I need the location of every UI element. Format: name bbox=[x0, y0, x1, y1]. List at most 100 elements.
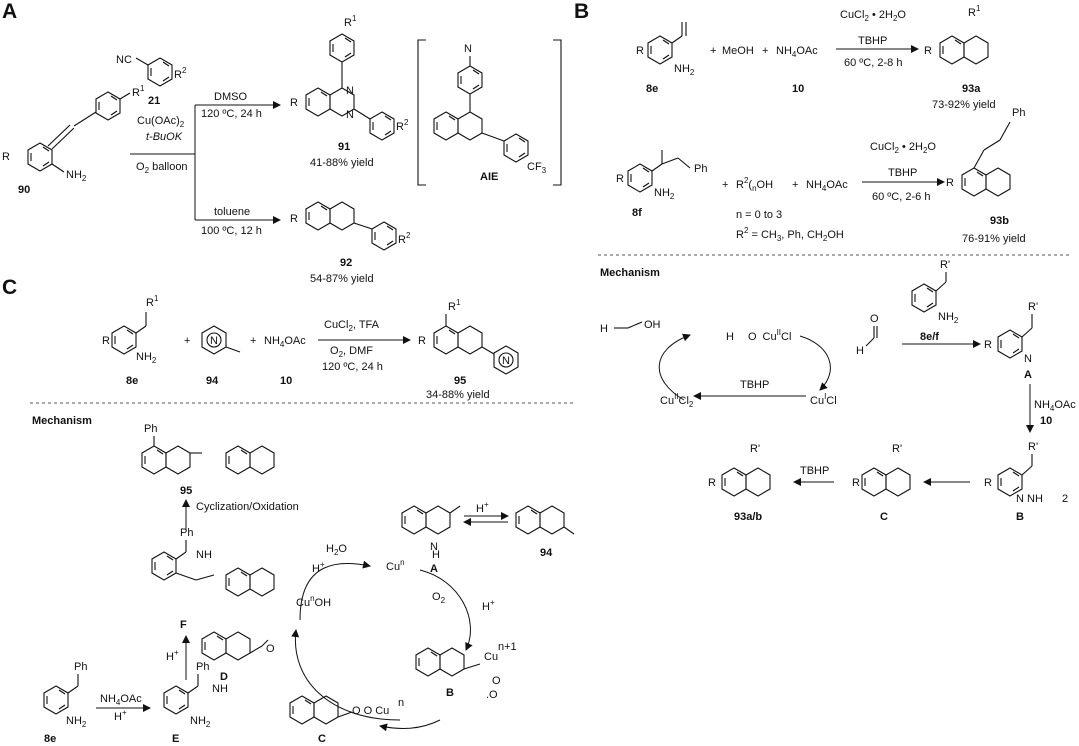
n-atom: N bbox=[346, 85, 354, 97]
plus: + bbox=[250, 335, 256, 347]
nh4oac-label: NH4OAc bbox=[776, 45, 818, 59]
ph-F: Ph bbox=[180, 527, 193, 539]
methanol: H bbox=[600, 323, 608, 335]
panel-a-label: A bbox=[2, 0, 17, 23]
h-plus-E: H+ bbox=[114, 708, 127, 723]
mechanism-b-label: Mechanism bbox=[600, 267, 660, 279]
product-95-mech bbox=[141, 436, 275, 475]
cycle-cun-to-B bbox=[419, 569, 473, 651]
compound-93a-number: 93a bbox=[962, 83, 981, 95]
yield-91: 41-88% yield bbox=[310, 157, 374, 169]
intermediate-B-label: B bbox=[1016, 511, 1024, 523]
product-95-label: 95 bbox=[180, 485, 192, 497]
product-93ab-label: 93a/b bbox=[734, 511, 762, 523]
intermediate-C-c-label: C bbox=[318, 733, 326, 745]
h-plus-out: H+ bbox=[482, 598, 495, 613]
intermediate-A-c bbox=[401, 505, 461, 535]
panel-c-label: C bbox=[2, 276, 17, 299]
cycle-to-cun bbox=[299, 560, 371, 621]
bracket-left bbox=[417, 39, 426, 186]
r-8f: R bbox=[616, 173, 624, 185]
intermediate-C bbox=[861, 467, 911, 497]
compound-92-number: 92 bbox=[340, 257, 352, 269]
cycle-arrow-left bbox=[658, 333, 691, 401]
nh2-mech: NH2 bbox=[938, 311, 959, 325]
nh-A: N bbox=[430, 541, 438, 553]
cun-label: Cun bbox=[386, 558, 405, 573]
o-B2: .O bbox=[486, 689, 498, 701]
oh-label: OH bbox=[644, 319, 661, 331]
intermediate-F bbox=[151, 540, 275, 597]
nh4oac-label-2: NH4OAc bbox=[806, 179, 848, 193]
r2-definition: R2 = CH3, Ph, CH2OH bbox=[736, 226, 844, 243]
yield-93a: 73-92% yield bbox=[932, 99, 996, 111]
r-A: R bbox=[984, 339, 992, 351]
intermediate-D bbox=[201, 631, 269, 661]
cun1-label: n+1 bbox=[498, 641, 517, 653]
compound-94-c bbox=[515, 505, 575, 535]
intermediate-C-c bbox=[289, 695, 353, 725]
formaldehyde: H bbox=[856, 345, 864, 357]
h-plus-eq: H+ bbox=[476, 500, 489, 515]
o2-cycle: O2 bbox=[432, 591, 446, 605]
yield-93b: 76-91% yield bbox=[962, 233, 1026, 245]
condition-1: 60 ºC, 2-8 h bbox=[844, 57, 902, 69]
mechanism-c-label: Mechanism bbox=[32, 415, 92, 427]
compound-93b bbox=[961, 121, 1011, 197]
o-B: O bbox=[492, 675, 501, 687]
plus: + bbox=[792, 179, 798, 191]
plus: + bbox=[710, 45, 716, 57]
r1-93a: R1 bbox=[968, 4, 981, 19]
r2-label: R2 bbox=[174, 66, 187, 81]
cu2cl2-label: CuIICl2 bbox=[660, 392, 694, 409]
yield-92: 54-87% yield bbox=[310, 273, 374, 285]
yield-95: 34-88% yield bbox=[426, 389, 490, 401]
nh2-label: NH2 bbox=[66, 169, 87, 183]
n-range: n = 0 to 3 bbox=[736, 209, 782, 221]
compound-8e-mech bbox=[43, 674, 79, 715]
n-95: N bbox=[502, 355, 510, 367]
cucl-label: CuICl bbox=[810, 392, 837, 407]
r-prime-C: R' bbox=[892, 443, 902, 455]
nh2-8e: NH2 bbox=[674, 63, 695, 77]
nh-F: NH bbox=[196, 549, 212, 561]
reagent-10-mech: 10 bbox=[1040, 415, 1052, 427]
compound-92 bbox=[305, 201, 397, 251]
intermediate-B-c-label: B bbox=[446, 687, 454, 699]
intermediate-A-c-label: A bbox=[430, 563, 438, 575]
nc-label: NC bbox=[116, 54, 132, 66]
nme2-label: N bbox=[464, 43, 472, 55]
h-plus-cycle: H+ bbox=[312, 560, 325, 575]
r-C: R bbox=[852, 477, 860, 489]
r-label-91: R bbox=[290, 97, 298, 109]
tbuok-label: t-BuOK bbox=[146, 131, 183, 143]
compound-8f bbox=[627, 150, 691, 193]
compound-8ef-number: 8e/f bbox=[920, 331, 939, 343]
catalyst-2: CuCl2 • 2H2O bbox=[870, 141, 936, 155]
h-plus-F: H+ bbox=[166, 648, 179, 663]
catalyst-1: CuCl2 • 2H2O bbox=[840, 9, 906, 23]
o2-balloon-label: O2 balloon bbox=[136, 161, 188, 175]
intermediate-C-label: C bbox=[880, 511, 888, 523]
nh2-8f: NH2 bbox=[654, 187, 675, 201]
r-B: R bbox=[984, 477, 992, 489]
nh2-E: NH2 bbox=[190, 715, 211, 729]
cycle-C-to-D bbox=[291, 629, 401, 721]
nh2-sub: 2 bbox=[1062, 493, 1068, 505]
r1-8e-c: R1 bbox=[146, 294, 159, 309]
product-93ab bbox=[721, 467, 771, 497]
h2o-label: H2O bbox=[326, 543, 347, 557]
r-prime-A: R' bbox=[1028, 301, 1038, 313]
catalyst-c: CuCl2, TFA bbox=[324, 319, 380, 333]
intermediate-E bbox=[163, 674, 199, 715]
r-8e-c: R bbox=[102, 335, 110, 347]
formaldehyde-o: O bbox=[870, 313, 879, 325]
r-label: R bbox=[2, 151, 10, 163]
compound-94 bbox=[201, 325, 241, 355]
compound-8e-c-number: 8e bbox=[126, 375, 138, 387]
compound-95-number: 95 bbox=[454, 375, 466, 387]
r-93: R bbox=[708, 477, 716, 489]
nh4oac-mech-c: NH4OAc bbox=[100, 693, 142, 707]
intermediate-E-label: E bbox=[172, 733, 179, 745]
